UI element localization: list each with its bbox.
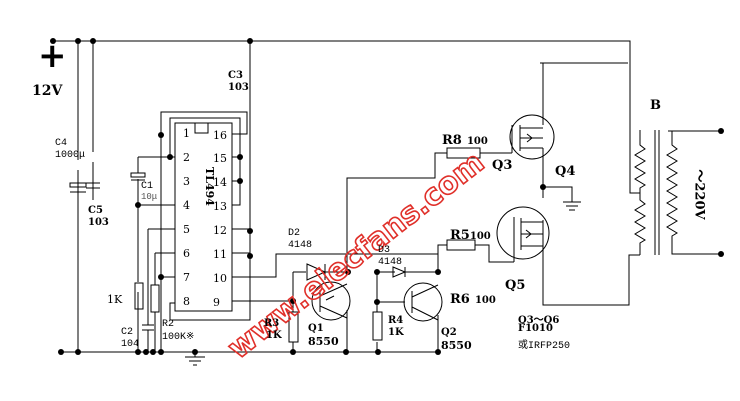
ic-pin-16: 16 [213, 129, 227, 142]
r2-value: 100K※ [162, 332, 195, 343]
c2-label: C2 [121, 327, 134, 338]
resistor-1k [134, 282, 144, 310]
ic-pin-14: 14 [213, 176, 227, 189]
c3-label: C3 [228, 70, 243, 81]
d3-value: 4148 [378, 257, 403, 268]
capacitor-c2 [142, 324, 154, 331]
r3-value: 1K [266, 330, 282, 341]
d2-value: 4148 [288, 240, 313, 251]
r4-label: R4 [388, 315, 404, 326]
ic-pin-13: 13 [213, 200, 227, 213]
r8-label: R8 100 [442, 129, 488, 148]
capacitor-c1 [130, 172, 146, 181]
r8-value: 100 [466, 136, 488, 147]
ic-pin-6: 6 [183, 247, 190, 260]
q2-value: 8550 [441, 339, 472, 352]
diode-d2 [306, 263, 327, 281]
r4-value: 1K [388, 327, 404, 338]
resistor-r2 [150, 284, 160, 313]
ic-pin-9: 9 [213, 296, 220, 309]
resistor-r3 [288, 311, 299, 343]
c3-value: 103 [228, 82, 249, 93]
ic-pin-7: 7 [183, 271, 190, 284]
r3-label: R3 [264, 318, 280, 329]
ic-tl494 [174, 122, 233, 312]
power-voltage-label: 12V [32, 83, 63, 99]
q2-label: Q2 [441, 327, 457, 338]
output-voltage-label: ～220V [691, 169, 707, 220]
q3-label: Q3 [492, 158, 513, 173]
c5-value: 103 [88, 217, 109, 228]
d3-label: D3 [378, 245, 391, 256]
r5-label: R5100 [450, 224, 491, 243]
r8-name: R8 [442, 133, 462, 148]
q1-label: Q1 [308, 323, 324, 334]
resistor-r4 [372, 311, 383, 341]
ic-pin-11: 11 [213, 248, 227, 261]
transistor-q2 [403, 282, 443, 322]
transformer-label: B [650, 98, 661, 113]
junction-dots [50, 38, 724, 355]
r2-label: R2 [162, 319, 175, 330]
d2-label: D2 [288, 228, 301, 239]
q5-label: Q5 [505, 278, 526, 293]
q4-label: Q4 [555, 164, 576, 179]
capacitor-c4 [69, 182, 87, 193]
c5-label: C5 [88, 205, 103, 216]
c4-label: C4 [55, 138, 68, 149]
r6-label: R6 100 [450, 288, 496, 307]
power-plus-sign: + [38, 36, 67, 76]
c1-value: 10μ [141, 192, 158, 202]
resistor-r8 [446, 147, 481, 159]
ic-pin-4: 4 [183, 199, 190, 212]
ic-pin-8: 8 [183, 295, 190, 308]
mosfet-part: F1010 [518, 323, 553, 334]
ic-pin-5: 5 [183, 223, 190, 236]
mosfet-q3 [509, 114, 555, 160]
r5-value: 100 [469, 231, 491, 242]
ic-pin-2: 2 [183, 151, 190, 164]
mosfet-q5 [496, 206, 550, 262]
ic-pin-12: 12 [213, 224, 227, 237]
r1-value: 1K [107, 293, 123, 306]
mosfet-range: Q3～Q6 [518, 315, 560, 326]
diode-d3 [392, 266, 407, 278]
capacitor-c5 [86, 182, 100, 189]
q1-value: 8550 [308, 335, 339, 348]
r6-value: 100 [474, 295, 496, 306]
transistor-q1 [311, 281, 351, 321]
c2-value: 104 [121, 339, 140, 350]
ground-symbol-q4 [563, 201, 581, 211]
ic-pin-3: 3 [183, 175, 190, 188]
wires [53, 40, 721, 353]
mosfet-alt: 或IRFP250 [518, 341, 571, 352]
ic-pin-10: 10 [213, 272, 227, 285]
r6-name: R6 [450, 292, 470, 307]
ground-symbol [185, 352, 205, 366]
c1-label: C1 [141, 181, 154, 192]
resistor-r5 [446, 239, 476, 251]
c4-value: 1000μ [55, 150, 86, 161]
ic-pin-1: 1 [183, 127, 190, 140]
ic-pin-15: 15 [213, 152, 227, 165]
r5-name: R5 [450, 228, 470, 243]
